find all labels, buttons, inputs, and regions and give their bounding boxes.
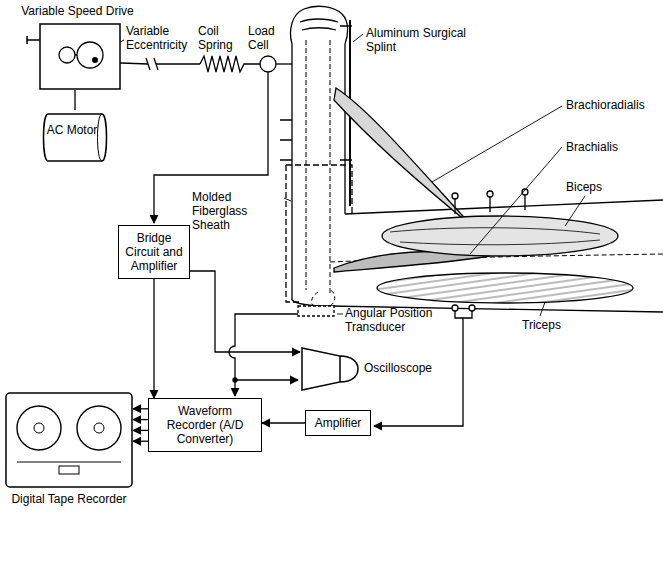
part-label: Triceps <box>522 318 582 332</box>
scope-outline <box>300 342 360 396</box>
connector <box>190 271 300 352</box>
break-mark <box>146 58 158 70</box>
drive-node: Variable Speed Drive <box>15 2 140 90</box>
motor-outline <box>40 110 110 165</box>
part-label: Brachioradialis <box>566 98 658 112</box>
upper-arm <box>292 200 663 312</box>
connector-line <box>262 422 305 423</box>
node-label: Oscilloscope <box>364 361 448 375</box>
node-label: AC Motor <box>44 123 100 137</box>
part-label: Variable Eccentricity <box>126 24 194 52</box>
connector-line <box>74 90 75 110</box>
connector-line <box>133 408 148 409</box>
part-label: Coil Spring <box>198 24 242 52</box>
coil-spring <box>200 56 260 72</box>
connector-line <box>133 441 148 442</box>
part-label: Biceps <box>566 180 626 194</box>
forearm <box>292 44 345 300</box>
leader-line <box>100 34 585 316</box>
tape-node: Digital Tape Recorder <box>5 392 133 532</box>
process-box: Bridge Circuit and Amplifier <box>118 225 190 279</box>
connector-line <box>133 419 148 420</box>
connector <box>75 90 76 110</box>
bone <box>306 40 663 296</box>
node-label: Amplifier <box>310 416 366 430</box>
electrode <box>487 191 493 197</box>
connector <box>133 409 148 441</box>
fingers <box>300 19 338 30</box>
transducer-wire <box>229 314 298 396</box>
part-label: Load Cell <box>248 24 288 52</box>
angular-transducer <box>298 306 334 316</box>
process-box: Waveform Recorder (A/D Converter) <box>148 398 262 452</box>
electrode <box>452 305 458 311</box>
brachioradialis-muscle <box>334 88 472 226</box>
part-label: Angular Position Transducer <box>345 306 449 334</box>
connector <box>154 279 155 398</box>
connector-line <box>190 271 300 352</box>
motor-node: AC Motor <box>40 110 110 165</box>
electrode <box>469 305 475 311</box>
scope-node: Oscilloscope <box>300 342 450 396</box>
fiberglass-sheath <box>286 165 352 302</box>
node-label: Waveform Recorder (A/D Converter) <box>153 404 257 446</box>
node-label: Bridge Circuit and Amplifier <box>123 231 185 273</box>
part-label: Aluminum Surgical Splint <box>366 26 478 54</box>
electrode <box>452 193 458 199</box>
node-label: Variable Speed Drive <box>15 4 140 18</box>
part-label: Molded Fiberglass Sheath <box>192 190 282 232</box>
junction-dot <box>233 378 237 382</box>
tape-outline <box>5 392 133 488</box>
part-label: Brachialis <box>566 140 658 154</box>
biceps-muscle <box>382 216 618 256</box>
connector <box>262 423 305 424</box>
process-box: Amplifier <box>305 410 371 436</box>
load-cell <box>260 56 276 72</box>
muscle-fibres <box>390 228 600 245</box>
connector-line <box>133 430 148 431</box>
node-label: Digital Tape Recorder <box>5 492 133 506</box>
electrode-lead <box>280 120 292 160</box>
rod <box>276 63 292 64</box>
connector-line <box>153 279 154 398</box>
triceps-muscle <box>377 273 633 303</box>
transducer-wire <box>235 379 298 380</box>
hand <box>291 6 348 44</box>
